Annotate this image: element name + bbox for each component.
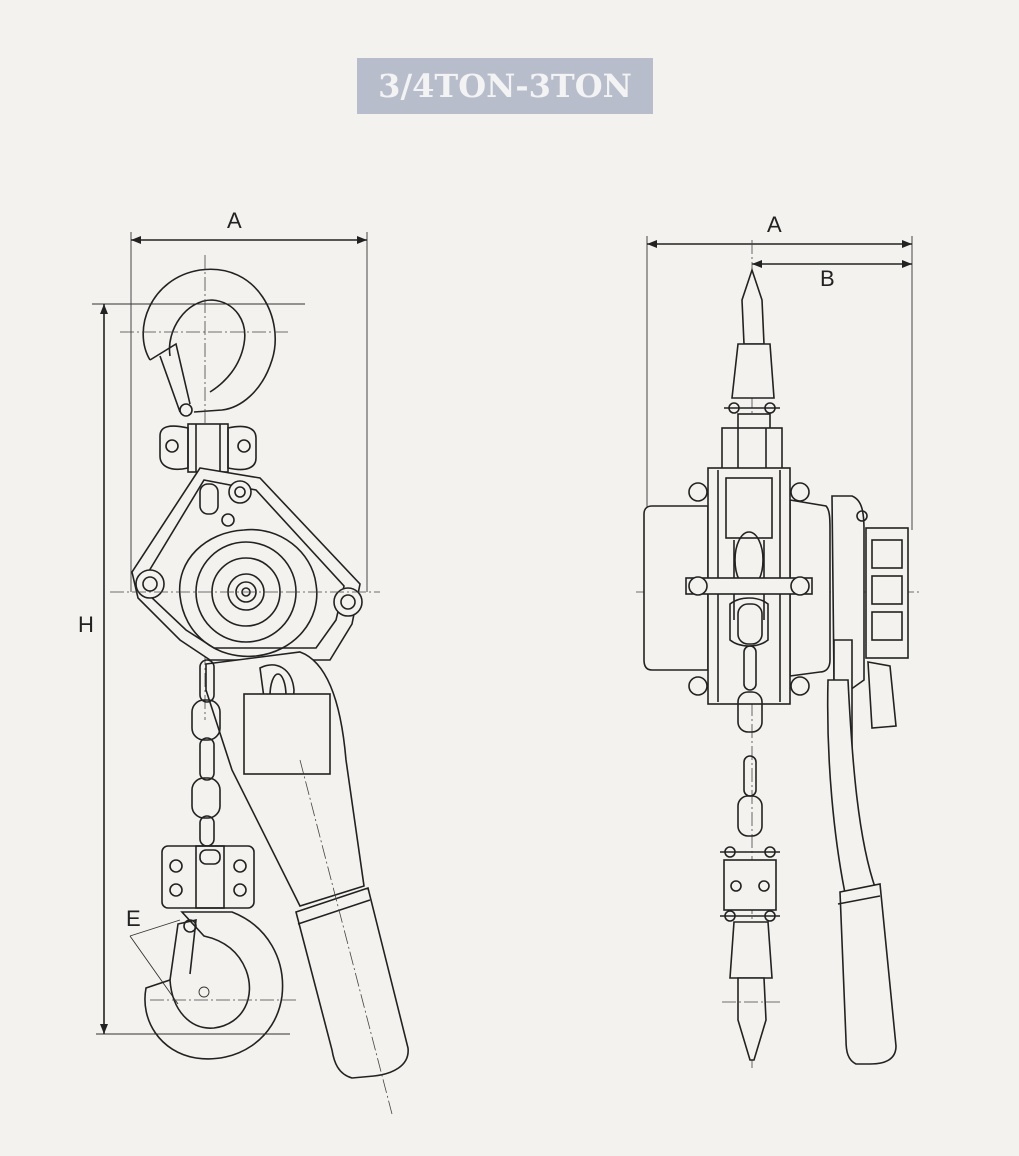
dimension-e: E — [126, 906, 181, 1005]
bottom-hook — [144, 845, 296, 1060]
load-chain — [191, 659, 221, 847]
label-a-left: A — [227, 208, 242, 233]
top-bracket — [159, 423, 257, 473]
side-brake — [826, 495, 909, 1065]
side-bottom-hook — [720, 846, 782, 1061]
label-e: E — [126, 906, 141, 931]
dimension-b: B — [752, 260, 912, 291]
label-h: H — [78, 612, 94, 637]
side-chain — [737, 603, 763, 837]
lever-handle — [205, 651, 409, 1115]
hoist-body — [131, 467, 363, 661]
side-view: A B — [636, 212, 920, 1070]
front-view: A H E — [78, 208, 409, 1115]
dimension-a-left: A — [130, 208, 368, 592]
drive-wheel — [110, 528, 380, 658]
side-top-hook — [721, 267, 783, 485]
label-a-right: A — [767, 212, 782, 237]
title-text: 3/4TON-3TON — [378, 67, 632, 105]
label-b: B — [820, 266, 835, 291]
title-banner: 3/4TON-3TON — [357, 58, 653, 114]
dimension-a-right: A — [646, 212, 913, 530]
dimension-h: H — [78, 303, 305, 1035]
side-body — [643, 467, 831, 705]
